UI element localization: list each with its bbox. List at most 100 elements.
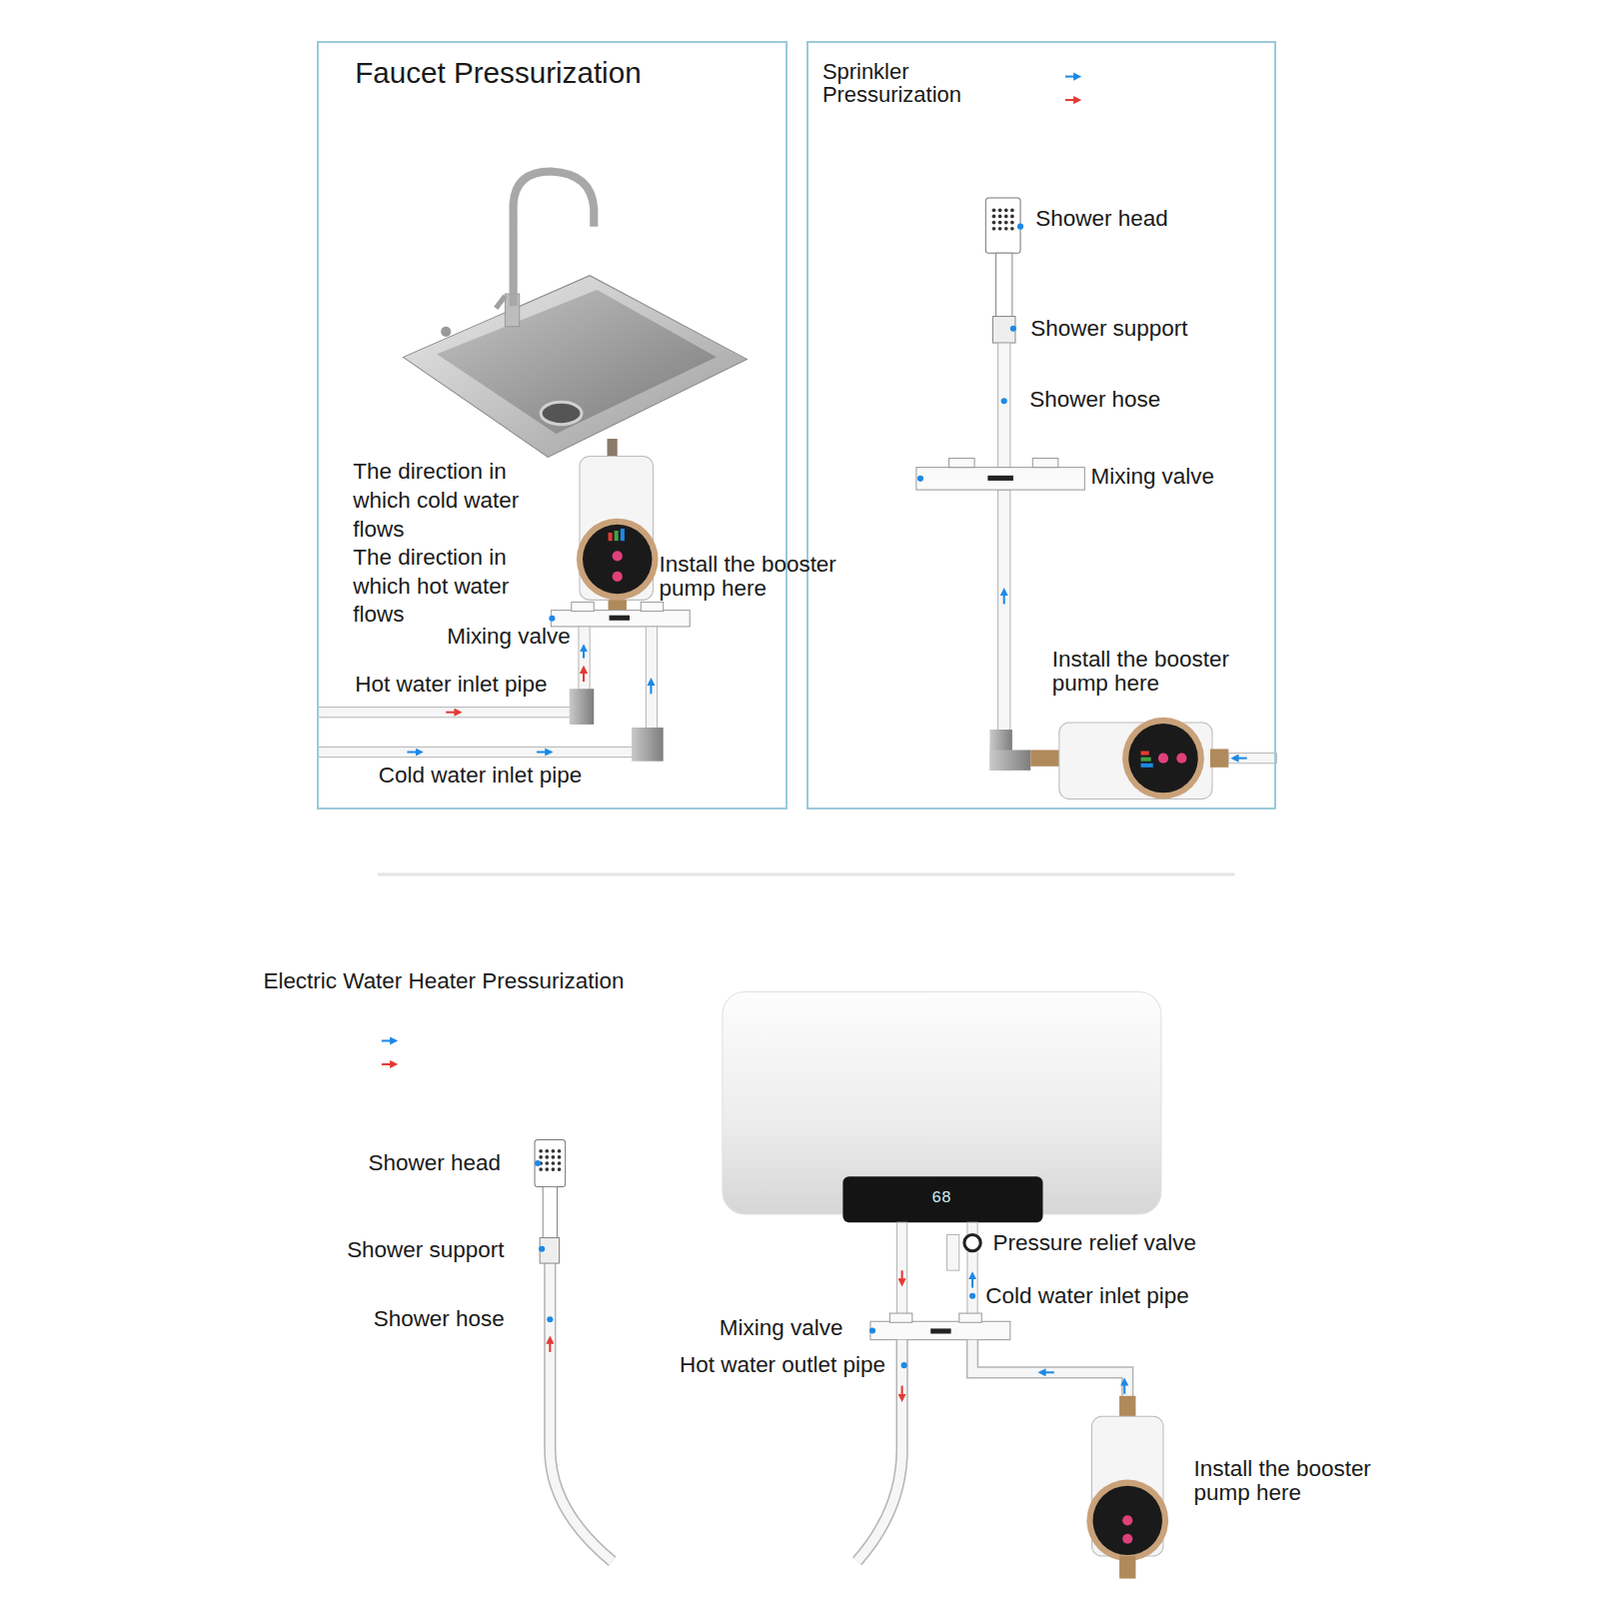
legend-arrows [1065,76,1078,100]
pump-fitting [1119,1556,1136,1579]
pipe-elbow [631,727,664,762]
part-label: Hot water outlet pipe [679,1353,945,1379]
flow-marks [534,1160,1125,1399]
mixing-valve [869,1313,1011,1341]
shower-hose [549,1262,612,1562]
cold-arrow [1123,1381,1126,1394]
cold-arrow [381,1039,394,1042]
mixing-valve [916,457,1085,490]
sink-pipe [607,438,618,457]
panel-title: Sprinkler Pressurization [822,59,991,106]
part-label: 68 [931,1189,973,1208]
pump-button [1122,1515,1133,1526]
part-label: Electric Water Heater Pressurization [262,969,692,995]
pump-body [1092,1416,1164,1557]
sink-basin [436,289,717,434]
pump-button [612,550,623,561]
hot-arrow [901,1270,904,1283]
pump-button [1158,753,1169,764]
pipe [972,1340,1128,1401]
part-label: Pressure relief valve [992,1231,1258,1257]
pump-ring [1086,1480,1169,1563]
hot-arrow [381,1063,394,1066]
valve-mark [930,1328,951,1334]
part-label: Cold water inlet pipe [985,1284,1251,1310]
pump-face [1128,723,1198,793]
pump-button [1122,1534,1133,1545]
shower-hose [998,342,1011,468]
pump-button [612,571,623,582]
flow-dot [546,1316,553,1323]
cold-arrow [536,750,549,753]
part-label: Shower support [346,1238,541,1264]
part-label: Shower hose [1029,387,1234,413]
valve-mark [987,475,1014,481]
part-label: Shower support [1030,316,1256,342]
pump-face [582,524,652,594]
part-label: Shower hose [373,1307,548,1333]
flow-dot [538,1246,545,1253]
valve-block [949,457,976,467]
hot-arrow [582,669,585,682]
flow-arrows [406,647,651,752]
pump-fitting [1030,749,1062,766]
panel-box: Sprinkler Pressurization [806,40,1278,810]
flow-dot [548,615,555,622]
pump-face [1093,1486,1163,1556]
flow-dot [1010,325,1017,332]
hot-arrow [445,711,458,714]
valve-block [889,1313,912,1323]
separator [377,873,1236,877]
pipe [998,489,1011,731]
pump-bar [608,532,613,541]
hot-arrow [1065,98,1078,101]
pump-bar [614,530,619,541]
booster-pump [1086,1396,1169,1580]
pipe [947,1234,960,1271]
pump-fitting [1119,1396,1136,1417]
faucet-spout [513,171,595,307]
pipe-elbow [569,688,595,725]
sink-body [402,275,747,458]
part-label: Mixing valve [719,1316,894,1342]
part-label: Hot water inlet pipe [354,672,600,698]
flow-dot [969,1293,976,1300]
flow-dot [917,475,924,482]
hose-outline [549,1262,612,1562]
pump-bar [1141,763,1154,768]
faucet-handle [495,295,505,308]
pump-bar [1141,750,1150,755]
shower [534,1140,566,1265]
sink-hole [440,326,451,337]
mixing-valve [548,601,690,627]
cold-arrow [649,681,652,694]
flow-dots [1001,223,1024,405]
pump-fitting [1210,748,1229,767]
shower-head [534,1140,566,1188]
valve-body [916,467,1085,490]
pipe [896,1222,907,1322]
heater-display [842,1176,1043,1223]
pipe [318,707,574,718]
shower-handle [542,1186,557,1238]
pipe [318,746,633,757]
sink-drain [540,401,582,424]
pump-bar [1141,757,1152,762]
cold-arrow [406,750,419,753]
booster-pump [1030,717,1229,800]
part-label: The direction in which hot water flows [352,543,532,630]
hot-arrow [901,1386,904,1399]
sink [402,171,747,458]
flow-dot [901,1362,908,1369]
legend-arrows [381,1040,394,1064]
pipe [645,626,657,733]
part-label: Install the booster pump here [659,552,860,600]
pipe [1228,753,1277,764]
flow-dot [534,1160,541,1167]
pump-button [1176,753,1187,764]
pipe [578,626,590,692]
flow-dot [1001,397,1008,404]
cold-arrow [1003,591,1006,604]
cold-arrow [971,1275,974,1288]
